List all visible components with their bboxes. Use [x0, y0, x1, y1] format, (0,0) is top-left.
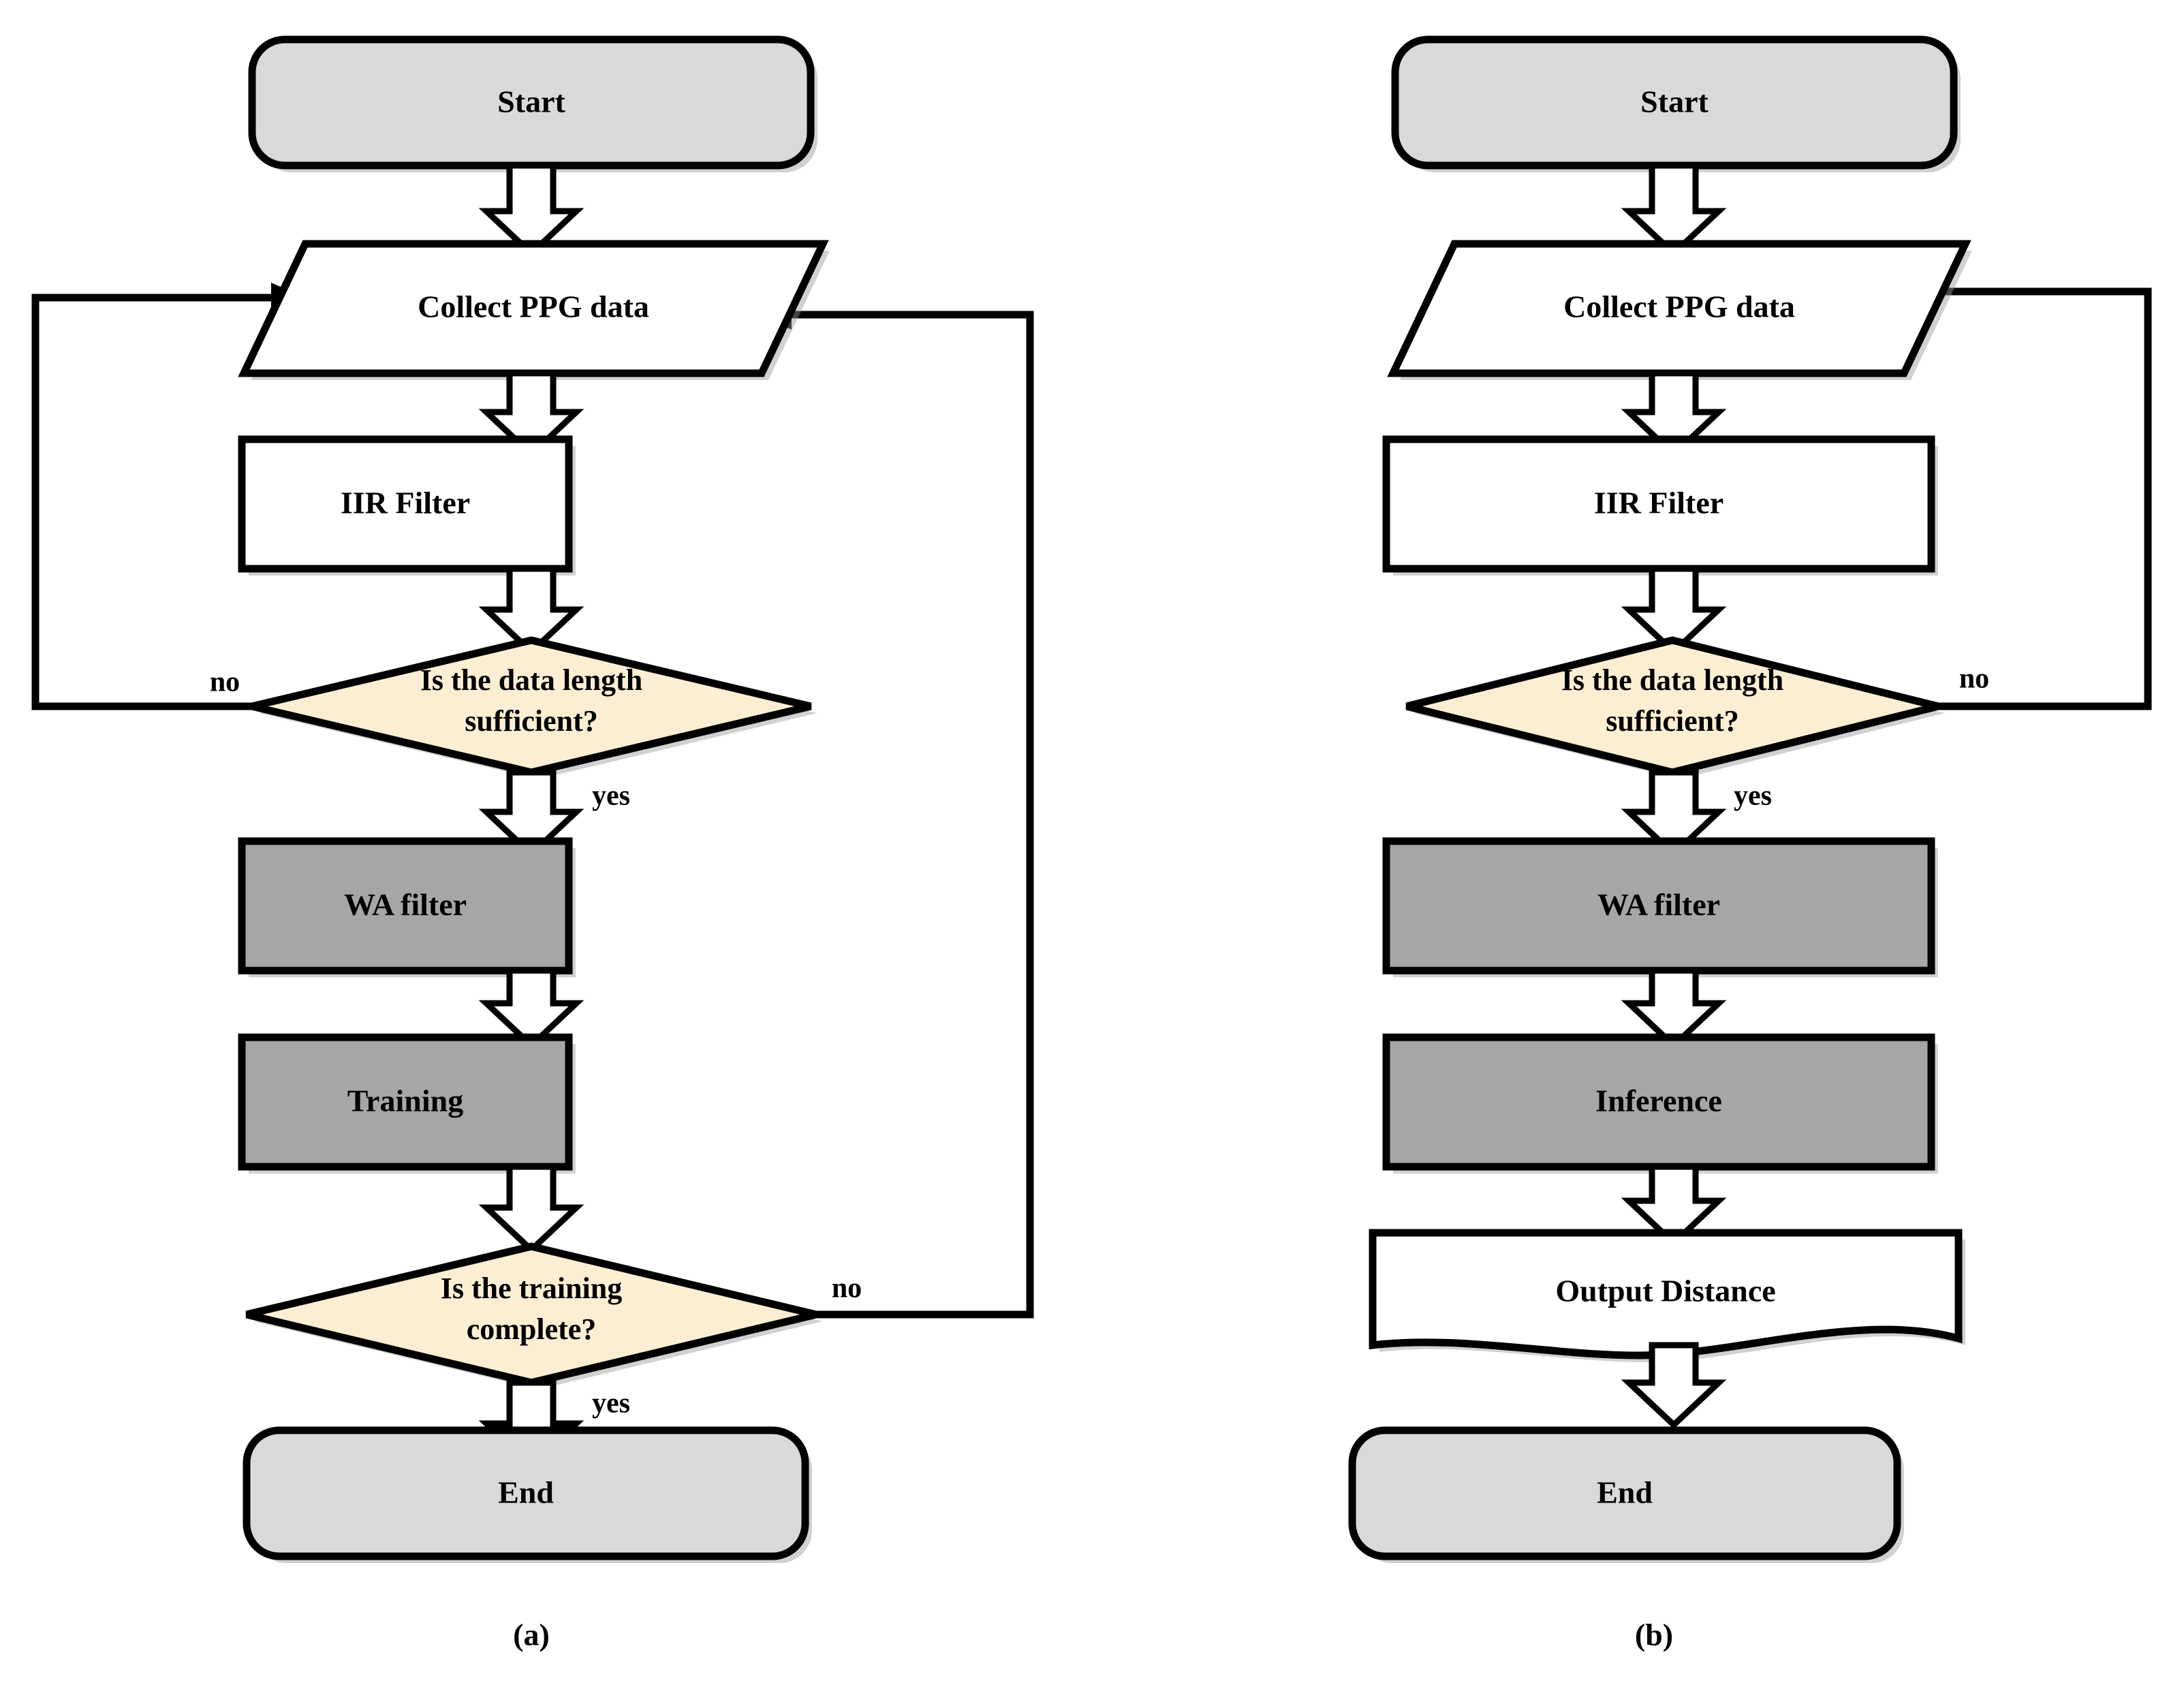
node-a-decision1-line2: sufficient?: [465, 704, 598, 738]
arrow-a-collect-to-iir: [478, 370, 584, 459]
node-a-training[interactable]: Training: [238, 1033, 576, 1174]
panel-a: Start Collect PPG data IIR Filter Is the: [31, 35, 1034, 1652]
node-b-start[interactable]: Start: [1391, 35, 1961, 172]
node-a-collect-label: Collect PPG data: [418, 289, 649, 324]
node-b-collect-label: Collect PPG data: [1563, 289, 1795, 324]
edge-label-a-decision1-no: no: [210, 667, 240, 698]
node-a-wa-filter-label: WA filter: [344, 887, 467, 922]
node-b-iir[interactable]: IIR Filter: [1382, 435, 1938, 576]
arrow-b-wa-to-inference: [1621, 967, 1727, 1050]
node-b-inference[interactable]: Inference: [1382, 1033, 1938, 1174]
node-b-start-label: Start: [1640, 84, 1709, 119]
edge-a-decision2-no-loop: [758, 300, 1034, 1319]
node-a-training-label: Training: [347, 1084, 463, 1118]
node-b-decision1-line2: sufficient?: [1606, 704, 1739, 738]
node-a-decision-data-length[interactable]: Is the data length sufficient? no: [210, 636, 817, 779]
arrow-b-decision1-yes: [1621, 769, 1727, 859]
arrow-b-output-to-end: [1621, 1342, 1727, 1430]
edge-label-a-decision2-yes: yes: [592, 1388, 630, 1419]
caption-panel-a: (a): [513, 1618, 550, 1652]
panel-b: Start Collect PPG data IIR Filter Is the: [1348, 35, 2152, 1652]
arrow-a-start-to-collect: [478, 162, 584, 258]
node-b-output-distance[interactable]: Output Distance: [1369, 1229, 1965, 1362]
node-a-iir-label: IIR Filter: [341, 486, 470, 520]
node-a-decision-training-complete[interactable]: Is the training complete? no: [245, 1242, 862, 1389]
node-a-collect[interactable]: Collect PPG data: [238, 240, 830, 380]
node-a-start[interactable]: Start: [248, 35, 817, 172]
node-b-collect[interactable]: Collect PPG data: [1387, 240, 1972, 380]
node-a-decision2-line1: Is the training: [441, 1272, 622, 1305]
edge-label-a-decision2-no: no: [832, 1273, 862, 1304]
node-a-end-label: End: [498, 1475, 554, 1510]
edge-label-a-decision1-yes: yes: [592, 781, 630, 812]
arrow-b-iir-to-decision1: [1621, 565, 1727, 657]
arrow-a-wa-to-training: [478, 967, 584, 1050]
arrow-a-decision1-yes: [478, 769, 584, 859]
arrow-b-collect-to-iir: [1621, 370, 1727, 459]
arrow-b-inference-to-output: [1621, 1163, 1727, 1248]
arrow-a-training-to-decision2: [478, 1163, 584, 1255]
node-a-iir[interactable]: IIR Filter: [238, 435, 576, 576]
node-a-wa-filter[interactable]: WA filter: [238, 837, 576, 977]
edge-label-b-decision1-yes: yes: [1734, 781, 1772, 812]
edge-label-b-decision1-no: no: [1959, 663, 1989, 695]
node-b-wa-filter[interactable]: WA filter: [1382, 837, 1938, 977]
node-b-wa-filter-label: WA filter: [1597, 887, 1720, 922]
node-b-end[interactable]: End: [1348, 1426, 1904, 1563]
node-b-iir-label: IIR Filter: [1594, 486, 1723, 520]
node-a-decision2-line2: complete?: [467, 1312, 597, 1346]
node-b-decision1-line1: Is the data length: [1561, 663, 1783, 697]
node-a-start-label: Start: [497, 84, 565, 119]
node-b-end-label: End: [1597, 1475, 1653, 1510]
arrow-b-start-to-collect: [1621, 162, 1727, 258]
node-b-inference-label: Inference: [1595, 1084, 1722, 1118]
node-b-decision-data-length[interactable]: Is the data length sufficient? no: [1405, 636, 1989, 779]
arrow-a-iir-to-decision1: [478, 565, 584, 657]
node-a-decision1-line1: Is the data length: [420, 663, 642, 697]
caption-panel-b: (b): [1635, 1618, 1673, 1652]
node-b-output-distance-label: Output Distance: [1555, 1274, 1775, 1308]
node-a-end[interactable]: End: [243, 1426, 812, 1563]
